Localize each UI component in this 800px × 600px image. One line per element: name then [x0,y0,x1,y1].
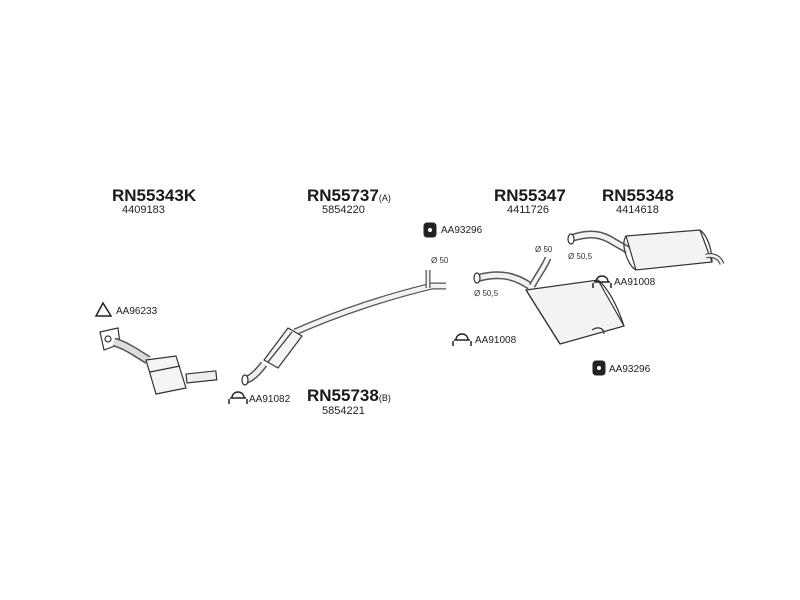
accessory-clamp-front: AA91082 [249,394,291,405]
part-ref-rear-muffler: 4414618 [616,204,659,216]
rubber-hanger-icon-bottom [592,360,606,376]
center-muffler-drawing [473,256,625,345]
catalytic-converter-drawing [99,327,218,395]
clamp-icon-front [228,391,248,404]
variant-b: (B) [378,393,391,403]
part-code-center-muffler: RN55347 [494,186,566,205]
dimension-mid-bottom: Ø 50,5 [474,289,499,298]
dimension-mid-top: Ø 50 [535,245,553,254]
variant-a: (A) [378,193,391,203]
clamp-icon-mid [452,333,472,346]
clamp-icon-rear [592,275,612,288]
front-pipe-drawing [241,270,446,386]
part-code-front-pipe: RN55737(A) [307,186,391,205]
part-code-rear-muffler: RN55348 [602,186,674,205]
accessory-rubber-bottom: AA93296 [609,364,651,375]
part-ref-front-pipe-b: 5854221 [322,405,365,417]
accessory-clamp-mid: AA91008 [475,335,517,346]
part-code-front-pipe-b: RN55738(B) [307,386,391,405]
gasket-icon [94,301,113,317]
accessory-rubber-top: AA93296 [441,225,483,236]
part-ref-front-pipe: 5854220 [322,204,365,216]
part-ref-center-muffler: 4411726 [507,204,550,216]
part-ref-cat: 4409183 [122,204,165,216]
dimension-front: Ø 50 [431,256,449,265]
rear-muffler-drawing [567,229,725,271]
accessory-gasket-cat: AA96233 [116,306,158,317]
accessory-clamp-rear: AA91008 [614,277,656,288]
dimension-rear: Ø 50,5 [568,252,593,261]
rubber-hanger-icon-top [423,222,437,238]
part-code-cat: RN55343K [112,186,197,205]
